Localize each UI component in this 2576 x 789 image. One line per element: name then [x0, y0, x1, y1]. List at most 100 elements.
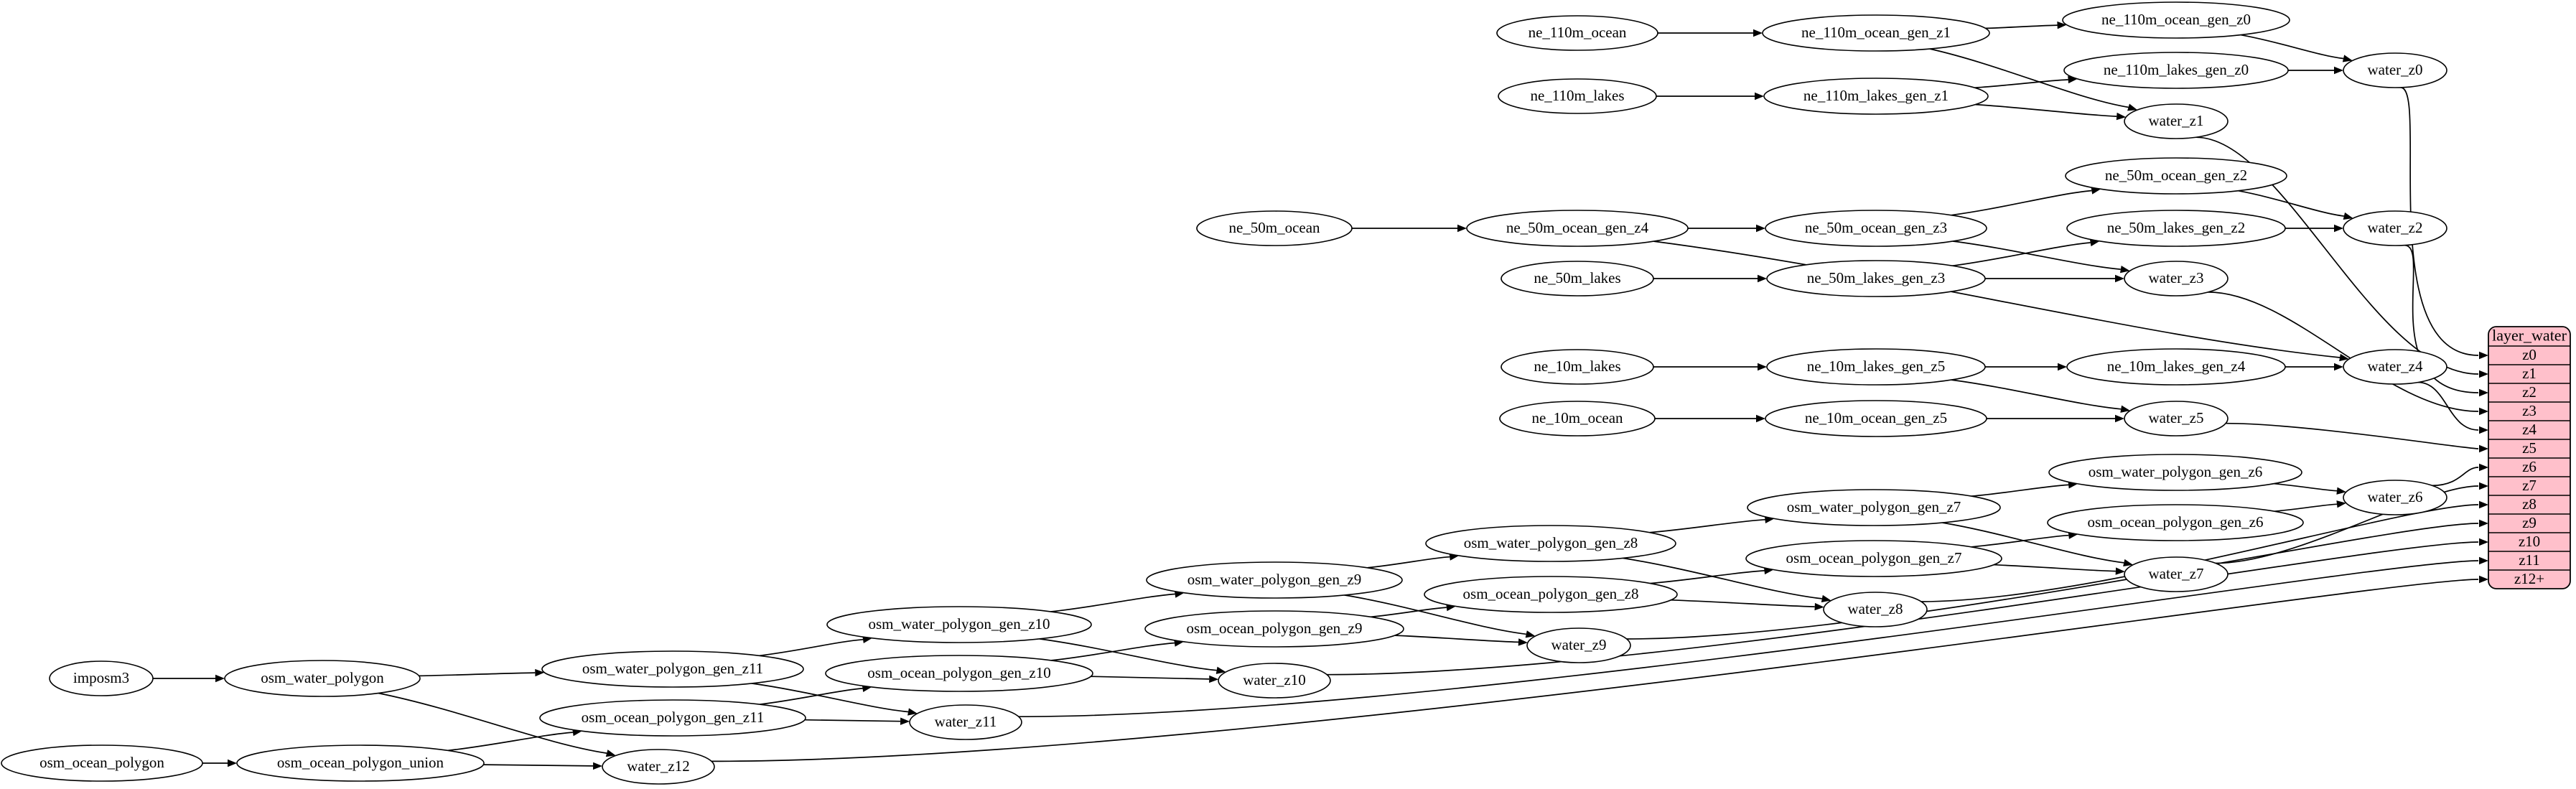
node-ne_50m_ocean_gen_z4[interactable]: ne_50m_ocean_gen_z4: [1466, 210, 1689, 247]
node-label-water_z1: water_z1: [2149, 112, 2204, 129]
node-ellipse-water_z6: [2343, 480, 2447, 515]
node-ellipse-ne_110m_ocean_gen_z1: [1762, 14, 1990, 52]
node-osm_ocean_polygon_gen_z8[interactable]: osm_ocean_polygon_gen_z8: [1424, 576, 1678, 613]
arrowhead-icon: [2334, 363, 2343, 371]
node-water_z4[interactable]: water_z4: [2343, 349, 2447, 385]
node-label-osm_ocean_polygon: osm_ocean_polygon: [39, 754, 164, 771]
table-row-z9[interactable]: z9: [2522, 514, 2537, 531]
edge-ne_110m_ocean_gen_z0-to-water_z0: [2240, 34, 2344, 60]
node-water_z3[interactable]: water_z3: [2124, 261, 2229, 297]
node-ellipse-osm_ocean_polygon: [1, 744, 203, 782]
node-label-osm_water_polygon_gen_z10: osm_water_polygon_gen_z10: [868, 615, 1050, 632]
node-osm_ocean_polygon_gen_z7[interactable]: osm_ocean_polygon_gen_z7: [1745, 540, 2002, 577]
arrowhead-icon: [2479, 351, 2488, 360]
node-ellipse-ne_110m_lakes: [1498, 78, 1657, 114]
node-water_z12[interactable]: water_z12: [602, 749, 715, 785]
table-row-z4[interactable]: z4: [2522, 421, 2537, 438]
node-water_z8[interactable]: water_z8: [1823, 592, 1928, 627]
node-imposm3[interactable]: imposm3: [49, 660, 154, 696]
table-row-z10[interactable]: z10: [2519, 533, 2540, 550]
node-osm_water_polygon_gen_z6[interactable]: osm_water_polygon_gen_z6: [2048, 454, 2302, 491]
node-osm_ocean_polygon_gen_z9[interactable]: osm_ocean_polygon_gen_z9: [1144, 610, 1404, 648]
node-ellipse-water_z3: [2124, 261, 2229, 297]
node-water_z2[interactable]: water_z2: [2343, 210, 2447, 246]
node-ne_50m_ocean_gen_z2[interactable]: ne_50m_ocean_gen_z2: [2065, 157, 2287, 195]
node-ne_50m_lakes_gen_z2[interactable]: ne_50m_lakes_gen_z2: [2066, 210, 2286, 247]
node-osm_water_polygon_gen_z11[interactable]: osm_water_polygon_gen_z11: [541, 650, 804, 688]
edge-water_z7-to-layer_water-z7: [2215, 485, 2479, 564]
node-label-osm_ocean_polygon_union: osm_ocean_polygon_union: [277, 754, 444, 771]
node-ne_10m_lakes[interactable]: ne_10m_lakes: [1501, 349, 1654, 385]
edge-osm_ocean_polygon_union-to-osm_ocean_polygon_gen_z11: [447, 732, 573, 752]
table-row-z1[interactable]: z1: [2522, 365, 2537, 382]
node-ellipse-ne_110m_ocean: [1496, 15, 1658, 51]
node-ne_110m_lakes_gen_z1[interactable]: ne_110m_lakes_gen_z1: [1763, 78, 1989, 115]
table-row-z5[interactable]: z5: [2522, 439, 2537, 457]
table-row-z2[interactable]: z2: [2522, 383, 2537, 401]
table-row-z12plus[interactable]: z12+: [2514, 570, 2544, 587]
node-ne_110m_ocean_gen_z0[interactable]: ne_110m_ocean_gen_z0: [2062, 1, 2290, 39]
node-water_z1[interactable]: water_z1: [2124, 103, 2229, 139]
edge-osm_ocean_polygon_gen_z8-to-osm_ocean_polygon_gen_z7: [1650, 570, 1765, 584]
table-row-z0[interactable]: z0: [2522, 346, 2537, 363]
node-ellipse-water_z11: [909, 704, 1022, 740]
node-osm_ocean_polygon_gen_z11[interactable]: osm_ocean_polygon_gen_z11: [539, 699, 806, 737]
node-label-ne_10m_lakes_gen_z5: ne_10m_lakes_gen_z5: [1807, 358, 1945, 375]
node-ellipse-osm_water_polygon_gen_z7: [1747, 489, 2001, 526]
node-ne_10m_lakes_gen_z5[interactable]: ne_10m_lakes_gen_z5: [1766, 348, 1986, 386]
node-label-ne_50m_ocean_gen_z2: ne_50m_ocean_gen_z2: [2105, 167, 2247, 184]
node-water_z10[interactable]: water_z10: [1218, 663, 1331, 699]
table-row-z3[interactable]: z3: [2522, 402, 2537, 419]
edge-osm_water_polygon_gen_z9-to-water_z9: [1344, 594, 1526, 635]
edge-osm_ocean_polygon_gen_z9-to-osm_ocean_polygon_gen_z8: [1370, 607, 1447, 618]
node-label-water_z9: water_z9: [1551, 636, 1607, 653]
node-ellipse-osm_water_polygon_gen_z6: [2048, 454, 2302, 491]
arrowhead-icon: [2479, 500, 2488, 509]
node-ellipse-ne_110m_lakes_gen_z1: [1763, 78, 1989, 115]
arrowhead-icon: [2479, 444, 2488, 453]
node-ne_50m_lakes[interactable]: ne_50m_lakes: [1501, 261, 1654, 297]
table-row-z7[interactable]: z7: [2522, 477, 2537, 494]
edge-ne_50m_ocean_gen_z2-to-water_z2: [2238, 190, 2345, 217]
table-row-z11[interactable]: z11: [2519, 551, 2540, 569]
arrowhead-icon: [1758, 363, 1767, 371]
node-label-water_z7: water_z7: [2149, 565, 2204, 582]
edge-water_z11-to-layer_water-z11: [1018, 560, 2479, 718]
node-ellipse-osm_water_polygon_gen_z11: [541, 650, 804, 688]
node-osm_ocean_polygon_gen_z6[interactable]: osm_ocean_polygon_gen_z6: [2047, 504, 2304, 541]
node-ne_50m_lakes_gen_z3[interactable]: ne_50m_lakes_gen_z3: [1766, 260, 1986, 297]
node-ne_50m_ocean_gen_z3[interactable]: ne_50m_ocean_gen_z3: [1765, 210, 1987, 247]
node-water_z7[interactable]: water_z7: [2124, 556, 2229, 592]
node-water_z6[interactable]: water_z6: [2343, 480, 2447, 515]
node-osm_water_polygon[interactable]: osm_water_polygon: [224, 660, 421, 697]
node-label-ne_50m_lakes_gen_z3: ne_50m_lakes_gen_z3: [1807, 269, 1945, 286]
node-water_z5[interactable]: water_z5: [2124, 401, 2229, 436]
node-osm_ocean_polygon_union[interactable]: osm_ocean_polygon_union: [236, 744, 485, 782]
node-water_z11[interactable]: water_z11: [909, 704, 1022, 740]
node-ne_110m_ocean[interactable]: ne_110m_ocean: [1496, 15, 1658, 51]
node-osm_water_polygon_gen_z7[interactable]: osm_water_polygon_gen_z7: [1747, 489, 2001, 526]
arrowhead-icon: [2127, 103, 2138, 111]
node-osm_water_polygon_gen_z8[interactable]: osm_water_polygon_gen_z8: [1425, 525, 1676, 562]
arrowhead-icon: [1753, 29, 1763, 37]
node-osm_water_polygon_gen_z10[interactable]: osm_water_polygon_gen_z10: [826, 606, 1092, 643]
node-ne_110m_ocean_gen_z1[interactable]: ne_110m_ocean_gen_z1: [1762, 14, 1990, 52]
arrowhead-icon: [1755, 92, 1764, 101]
node-ne_10m_ocean_gen_z5[interactable]: ne_10m_ocean_gen_z5: [1765, 400, 1987, 437]
node-water_z0[interactable]: water_z0: [2343, 52, 2447, 88]
node-ne_110m_lakes_gen_z0[interactable]: ne_110m_lakes_gen_z0: [2063, 52, 2289, 89]
edge-water_z10-to-layer_water-z10: [1327, 541, 2479, 676]
node-ne_50m_ocean[interactable]: ne_50m_ocean: [1196, 210, 1353, 246]
arrowhead-icon: [2479, 407, 2488, 416]
table-row-z8[interactable]: z8: [2522, 495, 2537, 513]
node-osm_ocean_polygon[interactable]: osm_ocean_polygon: [1, 744, 203, 782]
node-osm_ocean_polygon_gen_z10[interactable]: osm_ocean_polygon_gen_z10: [825, 655, 1093, 692]
node-ne_10m_ocean[interactable]: ne_10m_ocean: [1499, 401, 1656, 436]
node-ne_110m_lakes[interactable]: ne_110m_lakes: [1498, 78, 1657, 114]
node-water_z9[interactable]: water_z9: [1526, 627, 1631, 663]
node-ellipse-osm_ocean_polygon_gen_z10: [825, 655, 1093, 692]
node-osm_water_polygon_gen_z9[interactable]: osm_water_polygon_gen_z9: [1146, 561, 1403, 599]
table-row-z6[interactable]: z6: [2522, 458, 2537, 475]
node-ne_10m_lakes_gen_z4[interactable]: ne_10m_lakes_gen_z4: [2066, 348, 2286, 386]
layer-water-table-title: layer_water: [2492, 327, 2567, 345]
